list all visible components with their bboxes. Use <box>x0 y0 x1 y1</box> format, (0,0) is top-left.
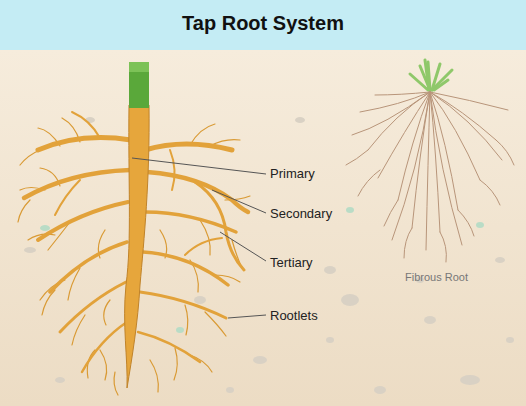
root-shape <box>185 238 222 255</box>
root-shape <box>212 190 266 213</box>
root-shape <box>404 228 412 258</box>
root-shape <box>24 247 36 253</box>
fibrous-roots <box>346 92 514 262</box>
root-shape <box>398 92 430 200</box>
root-shape <box>60 282 126 332</box>
root-shape <box>410 74 428 90</box>
root-shape <box>295 117 305 123</box>
root-shape <box>176 327 184 333</box>
root-shape <box>228 315 266 318</box>
root-shape <box>430 92 508 110</box>
root-shape <box>18 200 30 222</box>
root-shape <box>424 316 436 324</box>
root-shape <box>104 300 110 325</box>
root-shape <box>50 242 127 292</box>
root-shape <box>430 92 502 160</box>
grass-leaves <box>410 60 452 90</box>
stem-top <box>129 62 149 72</box>
root-shape <box>114 372 118 395</box>
soil-background <box>0 50 526 406</box>
root-shape <box>38 202 128 240</box>
root-shape <box>185 305 188 335</box>
root-shape <box>496 140 514 165</box>
root-shape <box>138 332 200 362</box>
root-shape <box>430 92 480 180</box>
root-shape <box>40 225 50 231</box>
root-shape <box>476 222 484 228</box>
root-shape <box>72 112 100 138</box>
root-shape <box>42 290 55 315</box>
part-label: Primary <box>270 166 315 181</box>
root-shape <box>346 207 354 213</box>
root-shape <box>430 92 440 232</box>
root-shape <box>434 80 448 90</box>
root-shape <box>358 170 380 196</box>
stem <box>129 62 149 108</box>
root-shape <box>100 350 107 380</box>
root-shape <box>392 92 430 240</box>
root-shape <box>324 266 336 274</box>
part-label: Secondary <box>270 206 332 221</box>
part-label: Rootlets <box>270 308 318 323</box>
root-shape <box>150 360 158 392</box>
root-shape <box>374 386 386 394</box>
root-shape <box>200 220 210 255</box>
root-shape <box>430 92 462 245</box>
part-label: Tertiary <box>270 255 313 270</box>
root-shape <box>480 180 500 205</box>
root-shape <box>226 387 234 393</box>
root-shape <box>326 337 334 343</box>
root-shape <box>145 212 236 232</box>
root-shape <box>147 172 248 212</box>
root-shape <box>458 210 474 236</box>
root-shape <box>432 70 452 90</box>
root-shape <box>425 60 429 90</box>
root-shape <box>341 294 359 306</box>
root-shape <box>140 292 226 318</box>
root-shape <box>352 92 430 135</box>
title-band <box>0 0 526 50</box>
root-shape <box>440 232 446 262</box>
root-shape <box>346 150 368 165</box>
root-shape <box>55 377 65 383</box>
root-shape <box>170 150 175 190</box>
root-shape <box>220 232 266 261</box>
root-shape <box>253 356 267 364</box>
pebbles-green <box>40 207 484 333</box>
root-shape <box>495 257 505 263</box>
root-shape <box>132 158 266 174</box>
root-shape <box>38 138 131 150</box>
root-shape <box>194 296 206 304</box>
root-shape <box>506 337 514 343</box>
root-shape <box>55 180 80 215</box>
root-shape <box>384 200 398 226</box>
leader-lines <box>132 158 266 318</box>
root-shape <box>460 375 480 385</box>
root-shape <box>143 252 228 285</box>
diagram-title: Tap Root System <box>0 12 526 35</box>
root-type-label: Fibrous Root <box>405 271 468 283</box>
primary-root <box>125 105 150 388</box>
root-shape <box>82 322 127 372</box>
root-shape <box>145 144 232 150</box>
root-shape <box>174 348 177 380</box>
root-shape <box>426 92 430 250</box>
root-shape <box>375 92 430 95</box>
